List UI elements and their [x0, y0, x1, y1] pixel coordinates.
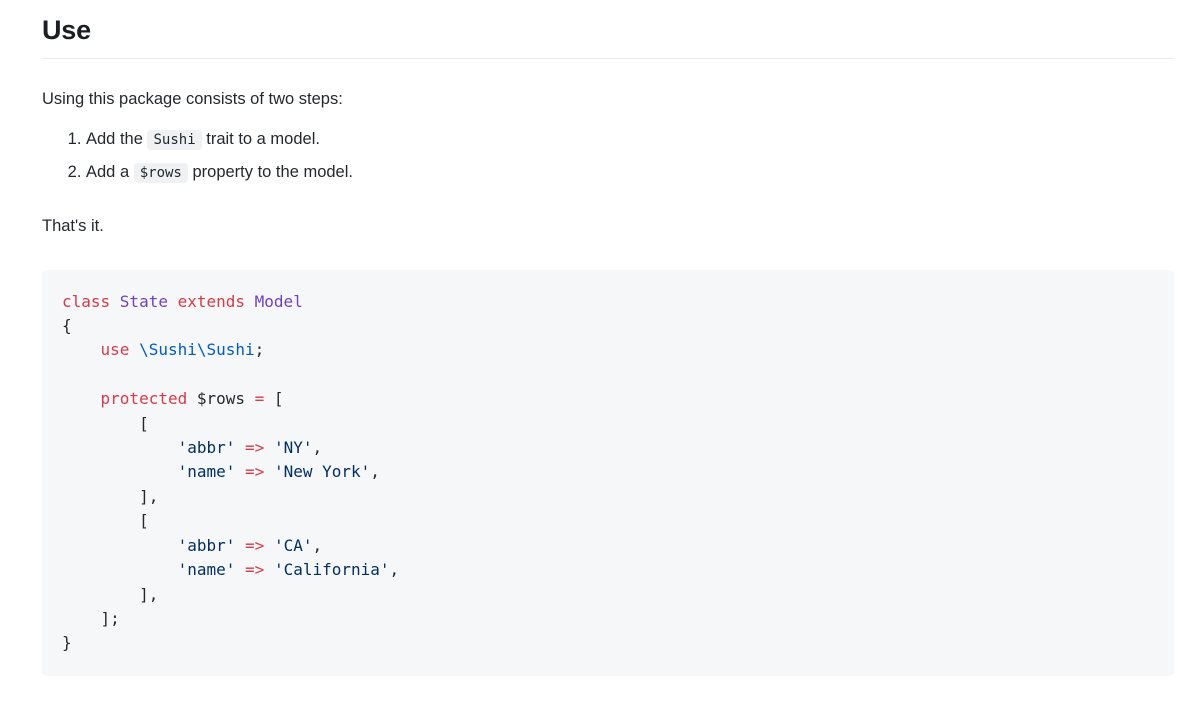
code-token-plain: [ — [62, 511, 149, 531]
code-token-plain: , — [389, 560, 400, 580]
step-text-before: Add a — [86, 162, 130, 181]
code-token-plain: $rows — [196, 389, 255, 409]
code-token-string: 'New York' — [273, 462, 371, 482]
code-token-string: 'abbr' — [177, 535, 246, 555]
code-token-plain — [62, 462, 178, 481]
code-token-plain: [ — [62, 413, 149, 433]
code-token-string: 'NY' — [273, 438, 313, 458]
code-token-op: => — [245, 462, 265, 482]
code-token-string: 'CA' — [273, 535, 313, 555]
code-block-content: class State extends Model{ use \Sushi\Su… — [62, 290, 1154, 656]
code-line: ]; — [62, 607, 1154, 631]
list-item: Add a $rows property to the model. — [86, 160, 1174, 186]
code-token-op: => — [245, 438, 265, 458]
code-token-keyword: extends — [177, 291, 255, 311]
code-line: { — [62, 314, 1154, 338]
code-line: [ — [62, 412, 1154, 436]
code-token-plain — [264, 438, 274, 457]
code-line: 'name' => 'New York', — [62, 460, 1154, 484]
code-line: } — [62, 631, 1154, 655]
step-text-before: Add the — [86, 129, 143, 148]
code-token-plain: { — [62, 316, 72, 336]
code-line: 'name' => 'California', — [62, 558, 1154, 582]
code-line: [ — [62, 509, 1154, 533]
page-title: Use — [42, 0, 1174, 60]
code-token-string: 'name' — [177, 560, 246, 580]
code-token-op: = — [254, 389, 265, 409]
code-token-op: => — [245, 560, 265, 580]
code-token-plain: ; — [254, 340, 265, 360]
code-token-keyword: class — [62, 291, 120, 311]
code-token-plain — [264, 462, 274, 481]
intro-paragraph: Using this package consists of two steps… — [42, 90, 343, 109]
code-token-plain: ]; — [62, 608, 120, 628]
code-token-plain — [62, 340, 101, 359]
step-text-after: property to the model. — [192, 162, 353, 181]
code-token-string: 'California' — [273, 560, 390, 580]
code-token-plain — [264, 536, 274, 555]
code-token-plain — [62, 438, 178, 457]
code-line: 'abbr' => 'CA', — [62, 534, 1154, 558]
content-column: Use Using this package consists of two s… — [42, 0, 1174, 676]
code-token-string: 'name' — [177, 462, 246, 482]
closing-paragraph: That's it. — [42, 217, 104, 236]
code-token-keyword: use — [100, 340, 140, 360]
code-token-plain: , — [312, 535, 323, 555]
code-token-plain — [264, 560, 274, 579]
code-token-plain — [62, 560, 178, 579]
list-item: Add the Sushi trait to a model. — [86, 127, 1174, 153]
code-line: ], — [62, 583, 1154, 607]
code-token-op: => — [245, 535, 265, 555]
code-token-keyword: protected — [100, 389, 197, 409]
code-token-plain: ], — [62, 584, 159, 604]
code-token-plain: } — [62, 633, 72, 653]
code-block: class State extends Model{ use \Sushi\Su… — [42, 269, 1174, 676]
code-token-class: Model — [254, 291, 303, 311]
code-line: 'abbr' => 'NY', — [62, 436, 1154, 460]
code-token-plain: , — [312, 438, 323, 458]
inline-code-sushi: Sushi — [147, 129, 202, 150]
code-token-class: State — [119, 291, 178, 311]
code-token-plain — [62, 536, 178, 555]
code-token-plain: ], — [62, 486, 159, 506]
code-token-plain: [ — [264, 389, 284, 409]
code-token-plain — [62, 389, 101, 408]
code-line — [62, 363, 1154, 387]
code-line: class State extends Model — [62, 290, 1154, 314]
code-line: protected $rows = [ — [62, 387, 1154, 411]
inline-code-rows: $rows — [133, 162, 188, 183]
step-text-after: trait to a model. — [206, 129, 320, 148]
steps-list: Add the Sushi trait to a model. Add a $r… — [42, 127, 1174, 185]
code-token-string: 'abbr' — [177, 438, 246, 458]
code-line: use \Sushi\Sushi; — [62, 338, 1154, 362]
code-line: ], — [62, 485, 1154, 509]
code-token-ns: \Sushi\Sushi — [139, 340, 255, 360]
code-token-plain: , — [370, 462, 380, 482]
